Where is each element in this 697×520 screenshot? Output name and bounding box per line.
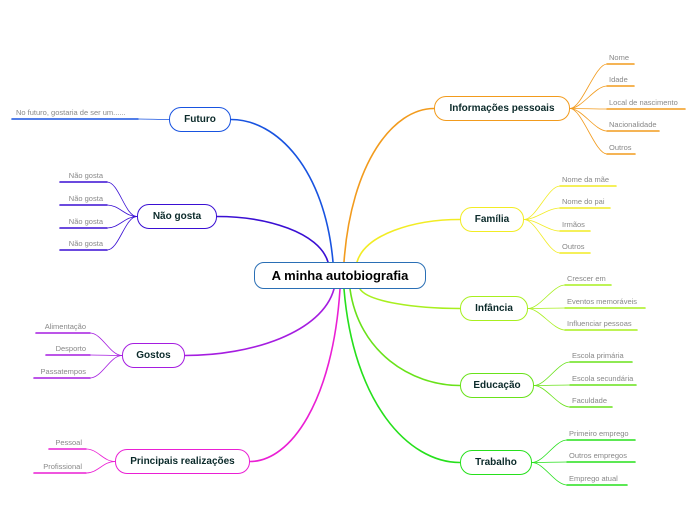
leaf-connector (85, 461, 116, 474)
leaf-connector (531, 439, 568, 463)
leaf-trabalho-2[interactable]: Emprego atual (569, 474, 618, 483)
leaf-educacao-1[interactable]: Escola secundária (572, 374, 634, 383)
leaf-connector (85, 448, 116, 462)
leaf-gostos-2[interactable]: Passatempos (40, 367, 86, 376)
central-topic[interactable]: A minha autobiografia (254, 262, 426, 289)
leaf-connector (523, 185, 561, 220)
leaf-connector (569, 108, 608, 155)
topic-familia[interactable]: Família (460, 207, 524, 232)
topic-infancia[interactable]: Infância (460, 296, 528, 321)
leaf-connector (569, 63, 608, 109)
leaf-futuro-0[interactable]: No futuro, gostaria de ser um...... (16, 108, 126, 117)
leaf-connector (531, 461, 568, 463)
branch-connector-info (343, 107, 435, 263)
branch-connector-infancia (359, 288, 461, 310)
leaf-naogosta-1[interactable]: Não gosta (68, 194, 103, 203)
leaf-realizacoes-0[interactable]: Pessoal (55, 438, 82, 447)
leaf-familia-0[interactable]: Nome da mãe (562, 175, 610, 184)
leaf-infancia-1[interactable]: Eventos memoráveis (567, 297, 638, 306)
leaf-connector (533, 361, 571, 386)
leaf-familia-1[interactable]: Nome do pai (562, 197, 605, 206)
leaf-connector (531, 462, 568, 486)
leaf-infancia-0[interactable]: Crescer em (567, 274, 606, 283)
topic-trabalho[interactable]: Trabalho (460, 450, 532, 475)
leaf-connector (533, 385, 571, 408)
leaf-familia-3[interactable]: Outros (562, 242, 585, 251)
topic-realizacoes[interactable]: Principais realizações (115, 449, 250, 474)
leaf-connector (533, 384, 571, 386)
branch-connector-gostos (184, 288, 335, 357)
branch-connector-trabalho (343, 288, 461, 464)
leaf-infancia-2[interactable]: Influenciar pessoas (567, 319, 632, 328)
leaf-connector (569, 85, 608, 109)
leaf-connector (89, 354, 123, 356)
leaf-info-3[interactable]: Nacionalidade (609, 120, 657, 129)
topic-gostos[interactable]: Gostos (122, 343, 185, 368)
leaf-connector (89, 355, 123, 379)
leaf-info-1[interactable]: Idade (609, 75, 628, 84)
leaf-educacao-2[interactable]: Faculdade (572, 396, 608, 405)
leaf-trabalho-0[interactable]: Primeiro emprego (569, 429, 629, 438)
leaf-naogosta-2[interactable]: Não gosta (68, 217, 103, 226)
leaf-connector (106, 216, 138, 251)
leaf-naogosta-3[interactable]: Não gosta (68, 239, 103, 248)
leaf-realizacoes-1[interactable]: Profissional (43, 462, 82, 471)
branch-connector-realizacoes (249, 288, 341, 463)
leaf-connector (527, 308, 566, 331)
leaf-connector (569, 108, 608, 110)
branch-connector-educacao (349, 288, 461, 387)
leaf-familia-2[interactable]: Irmãos (562, 220, 585, 229)
branch-connector-futuro (230, 118, 334, 263)
leaf-naogosta-0[interactable]: Não gosta (68, 171, 103, 180)
leaf-connector (106, 204, 138, 217)
branch-connector-familia (356, 218, 461, 263)
topic-futuro[interactable]: Futuro (169, 107, 231, 132)
leaf-connector (137, 118, 170, 120)
leaf-educacao-0[interactable]: Escola primária (572, 351, 624, 360)
topic-naogosta[interactable]: Não gosta (137, 204, 217, 229)
leaf-connector (523, 207, 561, 220)
leaf-connector (527, 284, 566, 309)
leaf-info-0[interactable]: Nome (609, 53, 630, 62)
leaf-connector (523, 219, 561, 254)
leaf-gostos-1[interactable]: Desporto (55, 344, 86, 353)
leaf-connector (106, 181, 138, 217)
branch-connector-naogosta (216, 215, 329, 263)
leaf-info-2[interactable]: Local de nascimento (609, 98, 678, 107)
leaf-gostos-0[interactable]: Alimentação (44, 322, 86, 331)
topic-info[interactable]: Informações pessoais (434, 96, 570, 121)
leaf-connector (89, 332, 123, 356)
leaf-trabalho-1[interactable]: Outros empregos (569, 451, 627, 460)
leaf-info-4[interactable]: Outros (609, 143, 632, 152)
topic-educacao[interactable]: Educação (460, 373, 534, 398)
leaf-connector (527, 307, 566, 309)
